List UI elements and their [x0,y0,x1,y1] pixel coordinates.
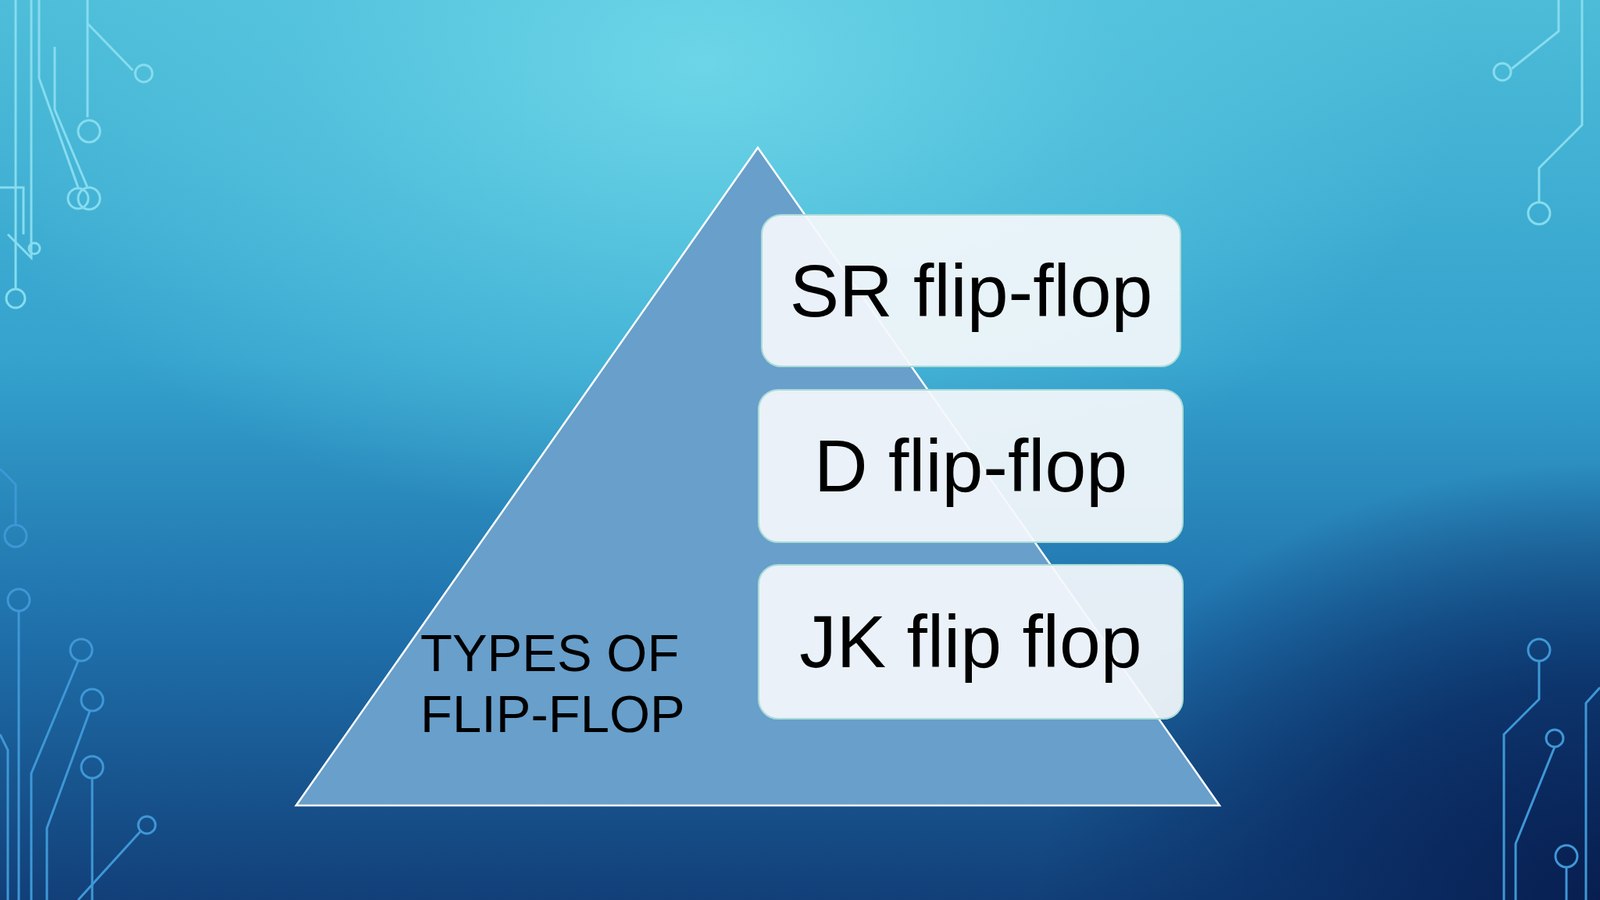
pyramid-title: TYPES OF FLIP-FLOP [420,622,702,745]
box-label: JK flip flop [799,600,1142,683]
circuit-traces-top-right [1493,0,1583,225]
list-box: D flip-flop [757,389,1184,543]
list-box: JK flip flop [757,564,1184,720]
pyramid-triangle [296,147,1220,806]
circuit-traces-bottom-right [1503,639,1600,900]
box-label: D flip-flop [814,425,1128,508]
list-box: SR flip-flop [760,214,1182,368]
circuit-traces-top-left [0,0,153,308]
box-label: SR flip-flop [789,250,1154,333]
circuit-traces-bottom-left [0,468,156,900]
